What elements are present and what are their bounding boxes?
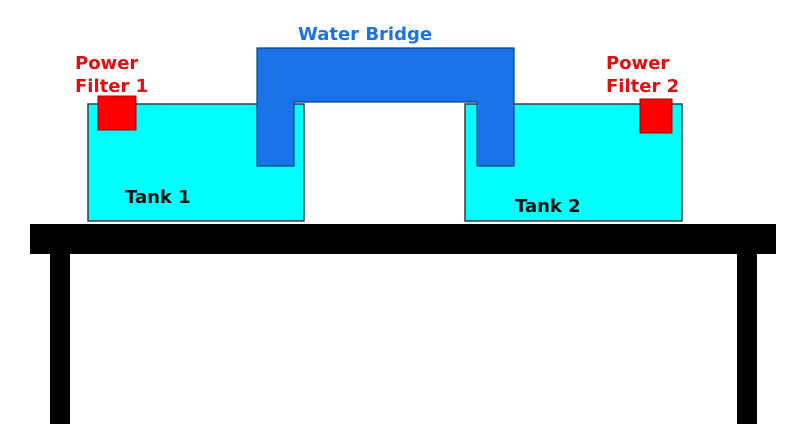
power-filter-1-box (97, 95, 137, 131)
table-top (30, 224, 776, 254)
power-filter-2-box (639, 98, 673, 134)
power-filter-1-label-line2: Filter 1 (75, 76, 148, 97)
power-filter-1: Power Filter 1 (75, 53, 148, 131)
power-filter-2-label-line2: Filter 2 (606, 76, 679, 97)
table (30, 224, 776, 424)
water-bridge (256, 47, 515, 167)
tank-2-label: Tank 2 (515, 196, 581, 217)
tank-1-label: Tank 1 (125, 187, 191, 208)
table-leg-left (50, 254, 70, 424)
power-filter-2-label-line1: Power (606, 53, 669, 74)
power-filter-2: Power Filter 2 (606, 53, 679, 134)
water-bridge-label: Water Bridge (298, 24, 432, 45)
power-filter-1-label-line1: Power (75, 53, 138, 74)
table-leg-right (737, 254, 757, 424)
